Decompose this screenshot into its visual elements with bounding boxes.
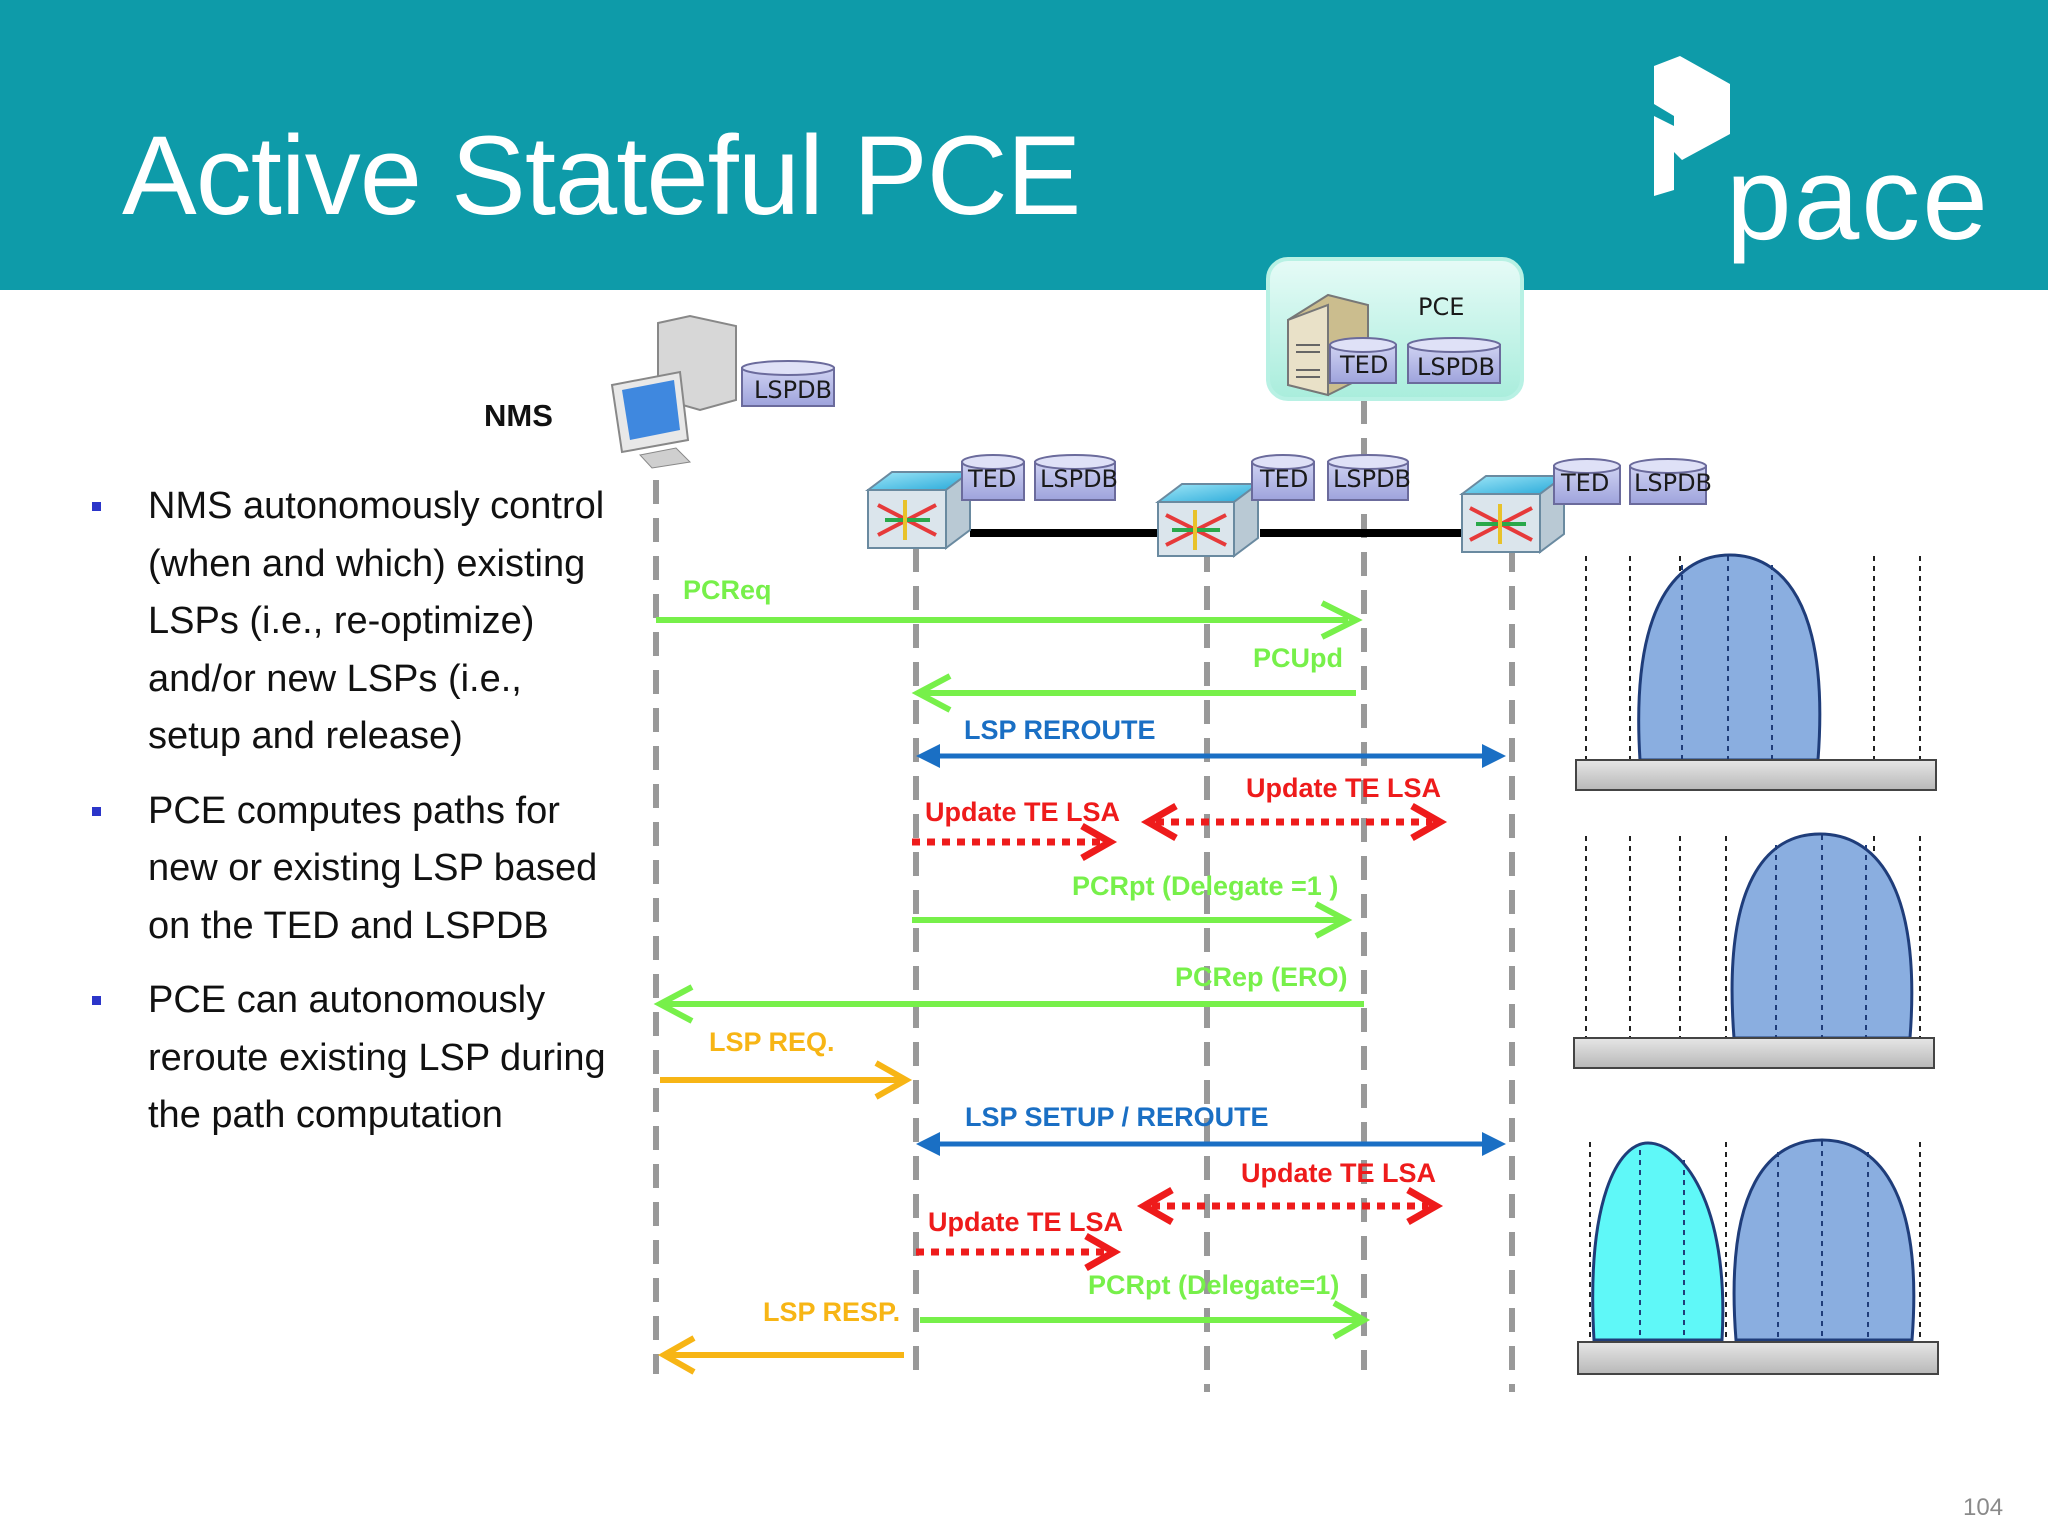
router-icon (1155, 482, 1261, 558)
pace-logo-icon (1654, 56, 1730, 196)
msg-update-te-lsa-2: Update TE LSA Update TE LSA (916, 1158, 1444, 1272)
pce-ted-label: TED (1339, 351, 1388, 379)
page-number: 104 (1963, 1494, 2004, 1521)
fiber-shelf (1573, 1037, 1935, 1069)
bullet-item: PCE can autonomously reroute existing LS… (90, 972, 610, 1145)
router-1-ted-label: TED (967, 465, 1016, 493)
pce-ted-db: TED (1329, 337, 1397, 384)
router-icon (1459, 474, 1567, 554)
pce-label: PCE (1418, 293, 1464, 321)
fiber-shelf (1575, 759, 1937, 791)
update-te-lsa-2b-label: Update TE LSA (1241, 1158, 1436, 1188)
msg-update-te-lsa-1: Update TE LSA Update TE LSA (912, 773, 1448, 862)
bullet-text: PCE can autonomously reroute existing LS… (148, 979, 606, 1136)
slide-title: Active Stateful PCE (122, 113, 1081, 238)
nms-lspdb-label: LSPDB (754, 376, 832, 404)
bullet-text: PCE computes paths for new or existing L… (148, 789, 598, 947)
router-1-lspdb-label: LSPDB (1040, 465, 1118, 493)
update-te-lsa-1b-label: Update TE LSA (1246, 773, 1441, 803)
bullet-marker (92, 996, 101, 1005)
bullet-marker (92, 806, 101, 816)
router-icon (865, 470, 973, 550)
pcupd-label: PCUpd (1253, 643, 1343, 673)
spectrum-channel (1732, 1138, 1916, 1342)
lsp-resp-label: LSP RESP. (763, 1297, 900, 1327)
fiber-shelf (1577, 1341, 1939, 1375)
spectrum-panel-2 (1573, 832, 1935, 1069)
msg-lsp-resp: LSP RESP. (657, 1297, 904, 1375)
msg-pcrep: PCRep (ERO) (653, 962, 1364, 1024)
msg-lsp-reroute: LSP REROUTE (916, 715, 1506, 768)
bullet-item: NMS autonomously control (when and which… (90, 478, 610, 766)
lsp-reroute-label: LSP REROUTE (964, 715, 1156, 745)
lsp-req-label: LSP REQ. (709, 1027, 835, 1057)
pce-lspdb-label: LSPDB (1417, 353, 1495, 381)
spectrum-panel-1 (1575, 553, 1937, 791)
lsp-setup-reroute-label: LSP SETUP / REROUTE (965, 1102, 1269, 1132)
update-te-lsa-2a-label: Update TE LSA (928, 1207, 1123, 1237)
msg-pcreq: PCReq (656, 575, 1363, 640)
pcrep-label: PCRep (ERO) (1175, 962, 1348, 992)
pace-logo-text: pace (1726, 133, 1990, 265)
pcrpt-1-label: PCRpt (Delegate =1 ) (1072, 871, 1338, 901)
pcrpt-2-label: PCRpt (Delegate=1) (1088, 1270, 1339, 1300)
msg-pcrpt-1: PCRpt (Delegate =1 ) (912, 871, 1353, 939)
spectrum-panel-3 (1577, 1138, 1939, 1375)
bullet-list: NMS autonomously control (when and which… (90, 478, 610, 1162)
msg-pcupd: PCUpd (911, 643, 1356, 713)
router-3: TED LSPDB (1459, 458, 1712, 554)
router-2-ted-label: TED (1259, 465, 1308, 493)
bullet-marker (92, 502, 101, 511)
nms-label: NMS (484, 398, 553, 433)
bullet-item: PCE computes paths for new or existing L… (90, 783, 610, 956)
msg-lsp-req: LSP REQ. (660, 1027, 913, 1100)
bullet-text: NMS autonomously control (when and which… (148, 485, 605, 757)
router-3-lspdb-label: LSPDB (1634, 469, 1712, 497)
msg-lsp-setup-reroute: LSP SETUP / REROUTE (916, 1102, 1506, 1156)
nms-computer-icon (610, 314, 737, 469)
msg-pcrpt-2: PCRpt (Delegate=1) (920, 1270, 1371, 1340)
router-1: TED LSPDB (865, 454, 1118, 550)
router-2: TED LSPDB (1155, 454, 1411, 558)
spectrum-channel (1637, 553, 1822, 762)
update-te-lsa-1a-label: Update TE LSA (925, 797, 1120, 827)
nms-lspdb-db: LSPDB (741, 360, 835, 407)
router-3-ted-label: TED (1560, 469, 1609, 497)
pcreq-label: PCReq (683, 575, 772, 605)
router-2-lspdb-label: LSPDB (1333, 465, 1411, 493)
pce-lspdb-db: LSPDB (1407, 337, 1501, 384)
spectrum-channel-new (1591, 1141, 1725, 1342)
